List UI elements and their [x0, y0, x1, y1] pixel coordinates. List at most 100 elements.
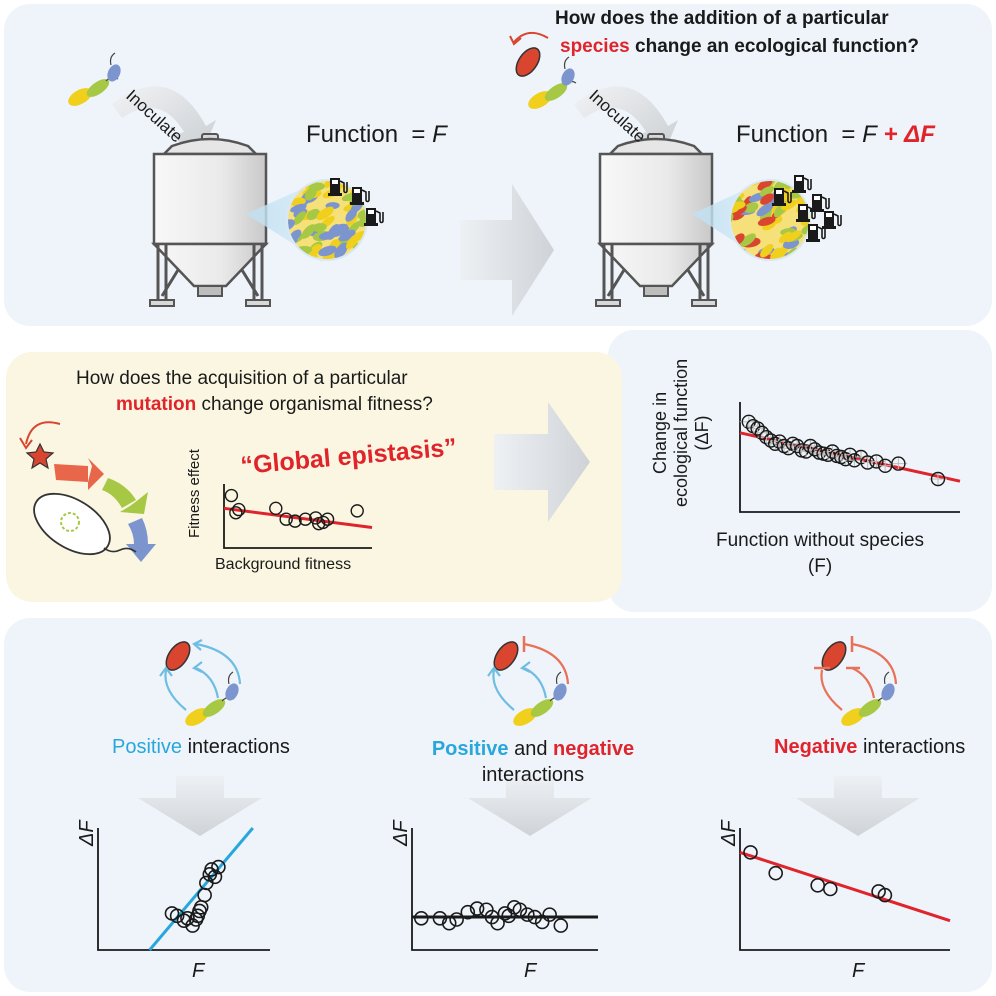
data-point [211, 859, 226, 875]
microbe-icon [304, 187, 317, 201]
equals-1: = [411, 121, 426, 148]
negative-word-2: negative [553, 738, 635, 760]
data-point [204, 862, 219, 877]
data-point [860, 455, 875, 470]
microbe-icon [338, 232, 356, 242]
interaction-network-negative [814, 636, 898, 730]
microbe-icon [312, 223, 327, 232]
data-point [449, 912, 464, 927]
negative-interactions-label: Negative interactions [774, 736, 965, 759]
mutation-pathway-arrow [54, 458, 156, 562]
f-symbol-1: F [432, 121, 447, 148]
chart3-xlabel: F [524, 960, 537, 982]
microbe-icon [760, 193, 774, 205]
ylabel-line3: (ΔF) [692, 415, 712, 451]
data-point [298, 512, 313, 526]
microbe-icon [732, 180, 752, 184]
red-curved-arrow-mid [25, 421, 61, 445]
change-function-ylabel: Change in ecological function (ΔF) [650, 359, 713, 507]
microbe-icon [757, 180, 773, 191]
bioreactor-icon-1 [148, 132, 272, 308]
microbe-icon [346, 234, 360, 250]
microbe-icon [287, 249, 298, 260]
top-question-rest: change an ecological function? [635, 36, 919, 57]
interactions-word-1: interactions [187, 736, 290, 758]
microbe-icon [330, 223, 349, 235]
down-arrow-2 [468, 776, 592, 836]
microbe-icon [354, 249, 367, 260]
f-symbol-2: F [862, 121, 877, 148]
chart2-ylabel: ΔF [76, 820, 98, 846]
data-point [197, 887, 212, 903]
data-point [822, 881, 838, 897]
microbe-icon [781, 199, 797, 211]
function-label-1: Function [306, 121, 399, 148]
chart2-xlabel: F [192, 960, 205, 982]
chart-axes [411, 828, 598, 951]
ylabel-line1: Change in [650, 391, 670, 474]
data-point [877, 887, 893, 903]
data-point [469, 901, 485, 916]
microbe-icon [756, 203, 774, 217]
microbe-icon [301, 224, 316, 239]
and-word: and [514, 738, 548, 760]
species-keyword: species [560, 36, 630, 57]
red-arrowhead-mid [19, 437, 33, 450]
positive-word: Positive [112, 736, 183, 758]
data-point [320, 512, 335, 526]
microbe-icon [318, 245, 337, 257]
microbe-icon [316, 206, 334, 221]
data-point [490, 915, 505, 931]
data-point [413, 910, 429, 926]
middle-right-panel [608, 330, 992, 612]
chart-axes [223, 484, 372, 549]
data-point [479, 902, 494, 918]
chart3-ylabel: ΔF [390, 820, 412, 846]
red-curved-arrow-top [513, 31, 549, 43]
data-point [743, 845, 758, 860]
mid-question-line2: mutation change organismal fitness? [116, 394, 433, 416]
microbe-icon [358, 212, 367, 227]
background-fitness-xlabel: Background fitness [215, 556, 352, 573]
mutation-keyword: mutation [116, 394, 197, 415]
data-point [512, 902, 528, 918]
data-point [763, 433, 778, 448]
equals-2: = [841, 121, 856, 148]
data-point [542, 907, 557, 922]
microbe-icon [760, 243, 774, 258]
function-without-species-xlabel: Function without species (F) [716, 528, 924, 580]
microbe-icon [739, 233, 756, 247]
function-label-2: Function [736, 121, 829, 148]
interactions-word-2: interactions [481, 764, 585, 786]
top-question-line1: How does the addition of a particular [555, 8, 889, 29]
microbe-icon [759, 186, 775, 197]
negative-word: Negative [774, 736, 858, 758]
microbe-icon [730, 180, 743, 189]
data-point [176, 913, 192, 929]
function-equation-1: Function = F [306, 121, 447, 149]
data-point [810, 878, 826, 893]
mixed-interactions-label: Positive and negative interactions [418, 736, 648, 788]
chart-axes [97, 828, 270, 951]
big-arrow-middle [494, 402, 590, 522]
down-arrow-1 [138, 776, 262, 836]
data-point [534, 914, 550, 930]
chart-axes [739, 828, 950, 951]
data-point [232, 502, 246, 517]
data-point [441, 915, 457, 931]
negative-interactions-chart [739, 828, 951, 951]
data-point [279, 512, 293, 526]
delta-f-term: + ΔF [883, 121, 935, 148]
chart4-ylabel: ΔF [718, 820, 740, 846]
top-question-line2: species change an ecological function? [560, 36, 919, 58]
positive-interactions-label: Positive interactions [112, 736, 290, 759]
big-arrow-top [460, 184, 554, 316]
microbe-icon [751, 252, 764, 260]
down-arrow-3 [796, 776, 920, 836]
interaction-network-positive [159, 636, 242, 730]
data-point [768, 865, 784, 881]
community-magnified-1 [287, 180, 367, 260]
data-point [288, 514, 302, 528]
microbe-icon [334, 242, 348, 259]
